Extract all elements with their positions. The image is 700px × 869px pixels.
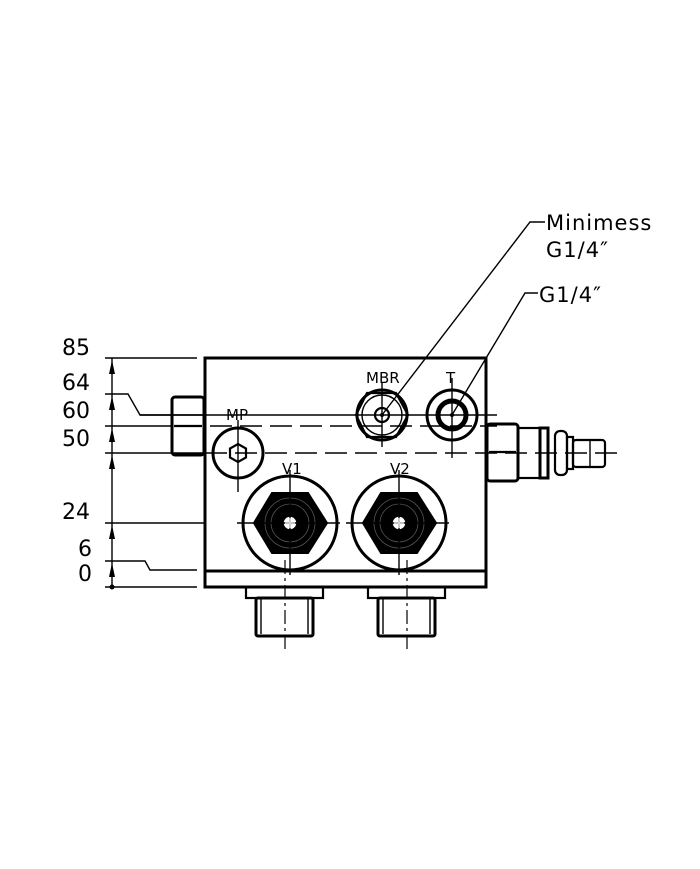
callout-minimess: Minimess [546, 211, 652, 235]
dimension-labels: 85 64 60 50 24 6 0 [62, 336, 92, 587]
port-mbr: MBR [354, 369, 410, 447]
dim-64: 64 [62, 371, 90, 396]
bottom-fitting-v1 [244, 560, 325, 652]
port-v1: V1 [237, 460, 340, 575]
leader-lines [381, 221, 545, 416]
callouts: Minimess G1/4″ G1/4″ [539, 211, 652, 307]
callout-t-thread: G1/4″ [539, 283, 602, 307]
port-t: T [425, 369, 479, 458]
minimess-coupling [485, 422, 607, 483]
label-mbr: MBR [366, 369, 400, 387]
port-mp: MP [211, 406, 265, 492]
left-hex-nut [170, 395, 206, 457]
label-v1: V1 [282, 460, 302, 478]
label-t: T [445, 369, 456, 387]
dim-60: 60 [62, 399, 90, 424]
dim-50: 50 [62, 427, 90, 452]
callout-minimess-thread: G1/4″ [546, 238, 609, 262]
port-v2: V2 [346, 460, 449, 575]
dim-24: 24 [62, 500, 90, 525]
dim-6: 6 [78, 537, 92, 562]
label-v2: V2 [390, 460, 410, 478]
dimension-lines [105, 357, 205, 590]
dim-85: 85 [62, 336, 90, 361]
bottom-fitting-v2 [366, 560, 447, 652]
dim-0: 0 [78, 562, 92, 587]
label-mp: MP [226, 406, 248, 424]
